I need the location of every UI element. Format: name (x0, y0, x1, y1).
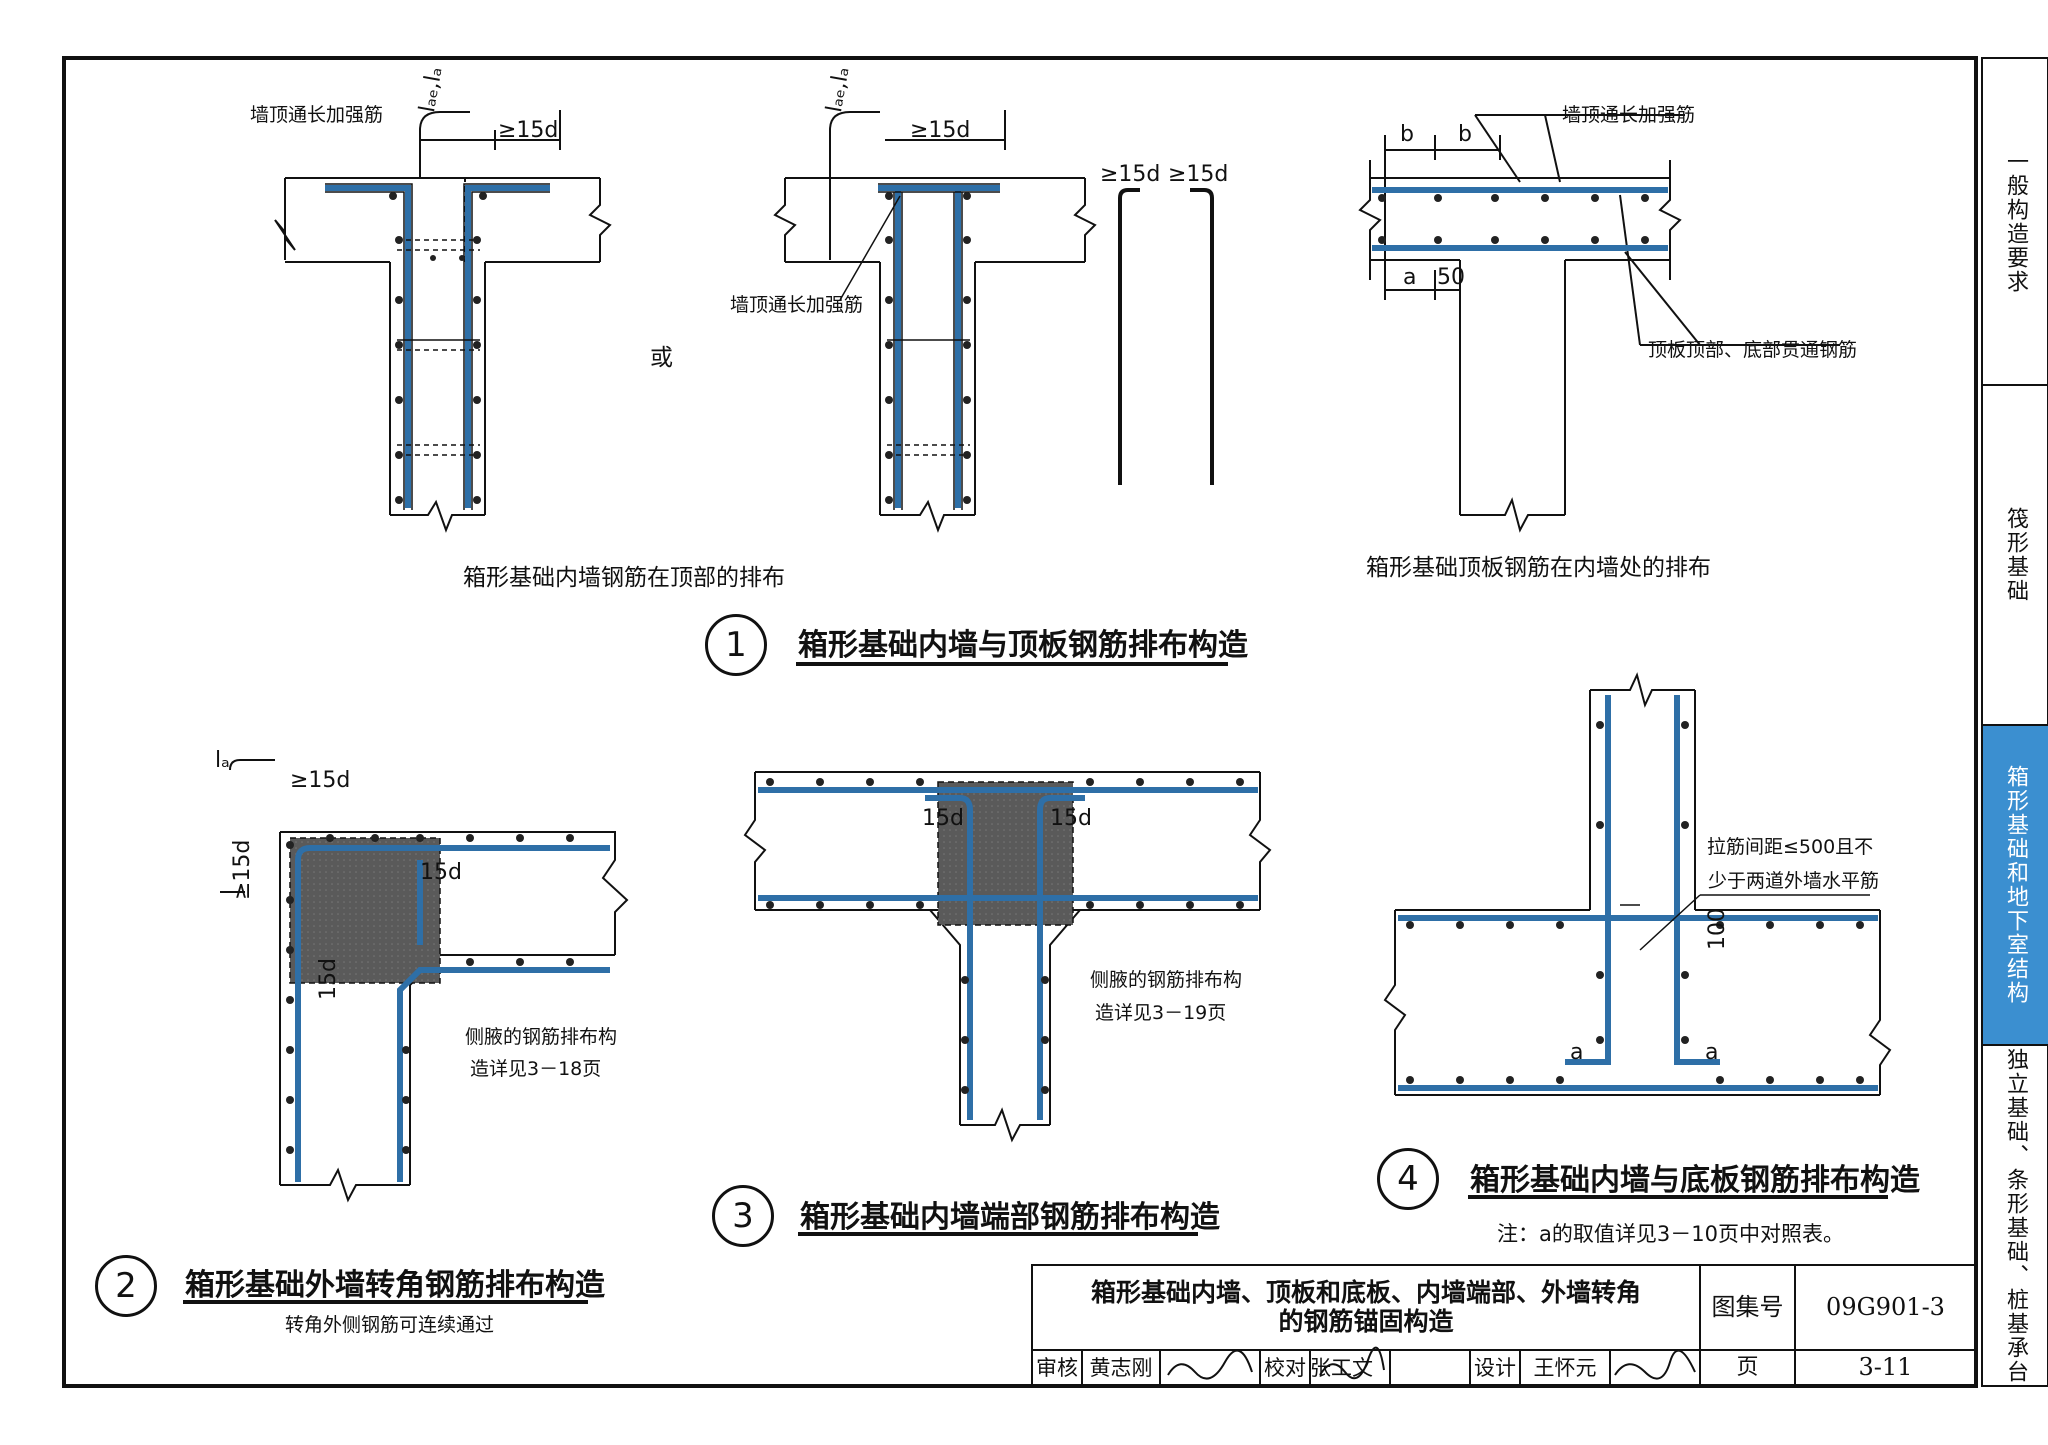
caption-wall-top: 箱形基础内墙钢筋在顶部的排布 (463, 565, 785, 591)
page-number: 3-11 (1858, 1353, 1913, 1382)
detail-1-badge: 1 (705, 614, 767, 676)
detail2-rebar-dots (286, 834, 574, 1154)
dim-a-right: a (1705, 1040, 1719, 1065)
dim-15d-c: ≥15d (1100, 162, 1161, 187)
label-haunch-ref-3: 造详见3－19页 (1095, 1002, 1227, 1024)
signature-check (1319, 1346, 1385, 1380)
dim-15d-a: ≥15d (498, 118, 559, 143)
drawing-title-line1: 箱形基础内墙、顶板和底板、内墙端部、外墙转角 (1090, 1277, 1641, 1307)
page-label: 页 (1736, 1355, 1759, 1381)
detail3-core-shade (937, 781, 1074, 926)
dim-b-1: b (1400, 122, 1414, 147)
detail-3-title: 箱形基础内墙端部钢筋排布构造 (800, 1200, 1220, 1235)
detail-1-title-underline (796, 662, 1228, 666)
detail1-rebar-variant-b (878, 185, 1000, 508)
detail4-leader-lines (1620, 894, 1870, 951)
side-tab-box-foundation[interactable]: 箱形基础和地下室结构 (2003, 765, 2028, 1005)
detail1-rebar-dots-b (885, 192, 971, 504)
dim-a: a (1403, 265, 1417, 290)
detail-4-title-underline (1468, 1195, 1888, 1199)
label-haunch-2: 侧腋的钢筋排布构 (465, 1026, 618, 1048)
detail-3-badge: 3 (712, 1185, 774, 1247)
detail1-slab-over-wall (1358, 114, 1840, 533)
detail3-rebars (758, 787, 1258, 1120)
detail2-core-shade (289, 837, 441, 984)
dim-15d-b: ≥15d (910, 118, 971, 143)
detail1-slab-rebars (1372, 187, 1668, 251)
design-name: 王怀元 (1533, 1355, 1597, 1380)
side-tab-active-bg (1983, 726, 2048, 1044)
caption-slab-wall: 箱形基础顶板钢筋在内墙处的排布 (1366, 555, 1711, 581)
dim-la: lₐ (215, 748, 230, 773)
label-tie-1: 拉筋间距≤500且不 (1707, 836, 1874, 858)
detail-4-title: 箱形基础内墙与底板钢筋排布构造 (1470, 1163, 1920, 1198)
title-block-grid (1031, 1264, 1977, 1387)
detail4-rebars (1398, 695, 1878, 1091)
dim-15d-left: 15d (922, 806, 964, 831)
detail-2-badge: 2 (95, 1255, 157, 1317)
side-tab-raft[interactable]: 筏形基础 (2003, 507, 2028, 603)
detail1-slab-rebar-dots (1378, 194, 1649, 244)
label-through-rebar: 顶板顶部、底部贯通钢筋 (1648, 339, 1858, 361)
detail-3-title-underline (798, 1232, 1198, 1236)
review-label: 审核 (1036, 1355, 1078, 1380)
side-tab-general[interactable]: 一般构造要求 (2003, 149, 2028, 294)
side-tab-isolated[interactable]: 独立基础、条形基础、桩基承台 (2003, 1047, 2028, 1384)
label-tie-2: 少于两道外墙水平筋 (1708, 870, 1880, 892)
atlas-number: 09G901-3 (1826, 1292, 1945, 1321)
detail-4-badge: 4 (1377, 1148, 1439, 1210)
side-strip (1981, 57, 2048, 1387)
detail-4-note: 注：a的取值详见3－10页中对照表。 (1497, 1222, 1844, 1246)
dim-b-2: b (1458, 122, 1472, 147)
detail1-rebar-outline-a (325, 183, 550, 510)
dim-15d-inner: 15d (420, 860, 462, 885)
signature-review (1167, 1349, 1253, 1380)
design-label: 设计 (1474, 1355, 1516, 1380)
check-label: 校对 (1264, 1355, 1306, 1380)
label-top-rebar-b: 墙顶通长加强筋 (730, 294, 864, 316)
detail3-rebar-dots (766, 778, 1244, 1094)
atlas-label: 图集号 (1711, 1292, 1784, 1321)
detail1-wall-top-variant-b (773, 110, 1097, 533)
drawing-title-line2: 的钢筋锚固构造 (1278, 1306, 1454, 1336)
detail-2-title: 箱形基础外墙转角钢筋排布构造 (185, 1268, 605, 1303)
detail1-rebar-dots-a (389, 192, 487, 504)
label-top-rebar-c: 墙顶通长加强筋 (1562, 104, 1696, 126)
label-haunch-3: 侧腋的钢筋排布构 (1090, 969, 1243, 991)
label-haunch-ref-2: 造详见3－18页 (470, 1058, 602, 1080)
detail1-u-bar (1118, 188, 1214, 485)
dim-15d-d: ≥15d (1168, 162, 1229, 187)
detail2-rebars (295, 845, 610, 1182)
dim-15d-bottom: 15d (316, 958, 341, 1000)
dim-a-left: a (1570, 1040, 1584, 1065)
signature-design (1614, 1349, 1696, 1380)
detail-1-title: 箱形基础内墙与顶板钢筋排布构造 (798, 628, 1248, 663)
dim-50: 50 (1437, 265, 1465, 290)
detail4-rebar-dots (1406, 721, 1864, 1084)
dim-100: 100 (1705, 908, 1730, 950)
detail1-wall-top-variant-a (274, 110, 612, 533)
detail4-outline (1383, 672, 1892, 1096)
detail1-rebar-outline-b (839, 183, 1000, 510)
drawing-frame (62, 56, 1978, 1388)
review-name: 黄志刚 (1089, 1355, 1153, 1380)
dim-15d-right: 15d (1050, 806, 1092, 831)
or-text: 或 (650, 345, 673, 371)
dim-15d-top: ≥15d (290, 768, 351, 793)
detail-2-note: 转角外侧钢筋可连续通过 (285, 1314, 495, 1336)
detail-2-title-underline (183, 1300, 588, 1304)
drawing-title: 箱形基础内墙、顶板和底板、内墙端部、外墙转角 的钢筋锚固构造 (1034, 1267, 1698, 1348)
label-top-rebar-a: 墙顶通长加强筋 (250, 104, 384, 126)
check-name: 张工文 (1310, 1355, 1373, 1380)
dim-15d-side: ≥15d (230, 839, 255, 900)
detail1-rebar-variant-a (325, 185, 550, 508)
